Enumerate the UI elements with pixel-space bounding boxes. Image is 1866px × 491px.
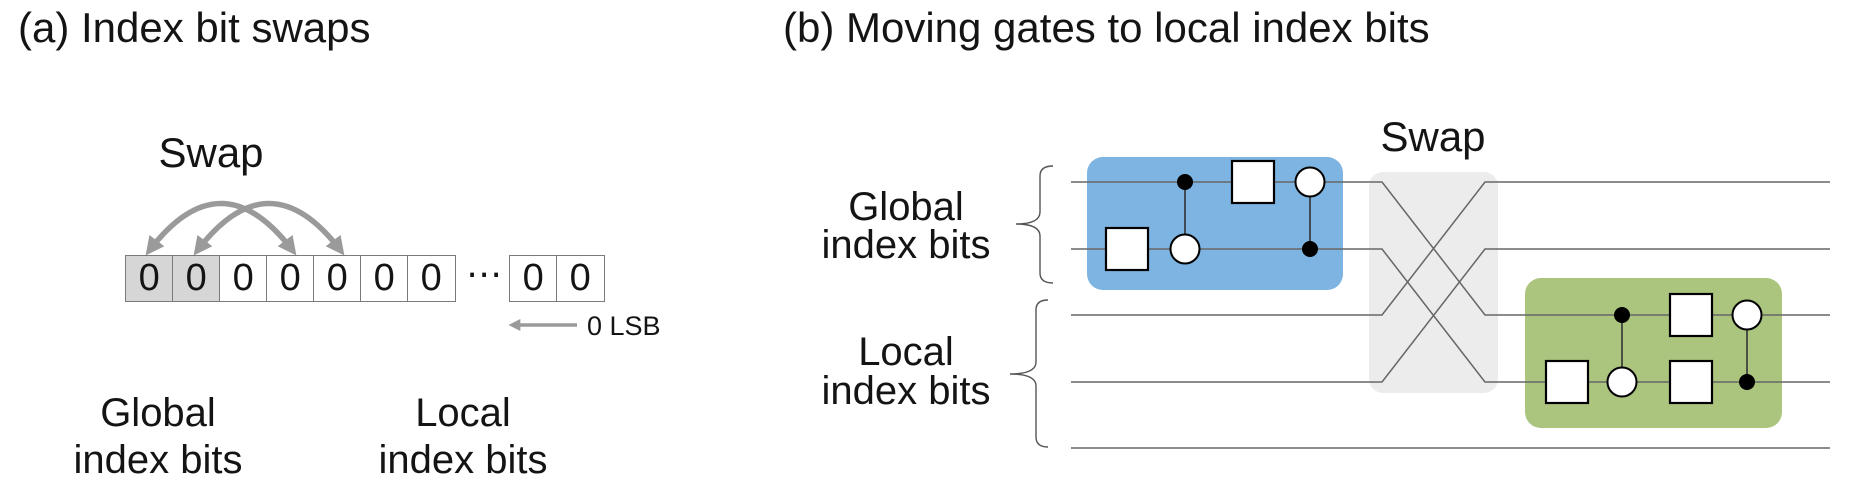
local-bit-cell: 0 — [407, 255, 456, 302]
swap-arc-arrow — [193, 200, 345, 256]
target-circle — [1731, 299, 1763, 331]
gate-square — [1668, 359, 1714, 405]
local-bit-cell: 0 — [313, 255, 362, 302]
quantum-wire — [1071, 248, 1830, 383]
global-bit-cell: 0 — [172, 255, 221, 302]
local-bit-cell: 0 — [266, 255, 315, 302]
panel-b-swap-label: Swap — [1380, 113, 1486, 160]
gate-square — [1668, 292, 1714, 338]
local-bit-cell: 0 — [556, 255, 605, 302]
panel-a-title: (a) Index bit swaps — [18, 4, 371, 51]
swap-arc-arrow — [145, 200, 297, 256]
local-bits-brace — [1009, 299, 1049, 448]
panel-b-title: (b) Moving gates to local index bits — [783, 4, 1430, 51]
lsb-label: 0 LSB — [587, 311, 661, 341]
panel-a-local-bits-label: Local index bits — [378, 391, 548, 482]
global-gates-box — [1087, 157, 1343, 290]
panel-b-global-bits-label: Global index bits — [821, 185, 991, 267]
global-bits-brace — [1015, 165, 1054, 284]
control-dot — [1302, 241, 1318, 257]
swap-box — [1369, 172, 1498, 393]
control-dot — [1739, 374, 1755, 390]
local-bit-cell: 0 — [360, 255, 409, 302]
panel-b-local-bits-label: Local index bits — [821, 330, 991, 413]
panel-a-swap-label: Swap — [158, 129, 264, 176]
target-circle — [1606, 366, 1638, 398]
quantum-wire — [1071, 181, 1830, 316]
control-dot — [1177, 174, 1193, 190]
gate-square — [1104, 226, 1150, 272]
local-bit-cell: 0 — [509, 255, 558, 302]
panel-a-global-bits-label: Global index bits — [73, 391, 243, 482]
gate-square — [1230, 159, 1276, 205]
local-bit-cell: 0 — [219, 255, 268, 302]
gate-square — [1544, 359, 1590, 405]
ellipsis-dots: ⋯ — [466, 253, 502, 294]
target-circle — [1169, 233, 1201, 265]
target-circle — [1294, 166, 1326, 198]
global-bit-cell: 0 — [125, 255, 174, 302]
control-dot — [1614, 307, 1630, 323]
